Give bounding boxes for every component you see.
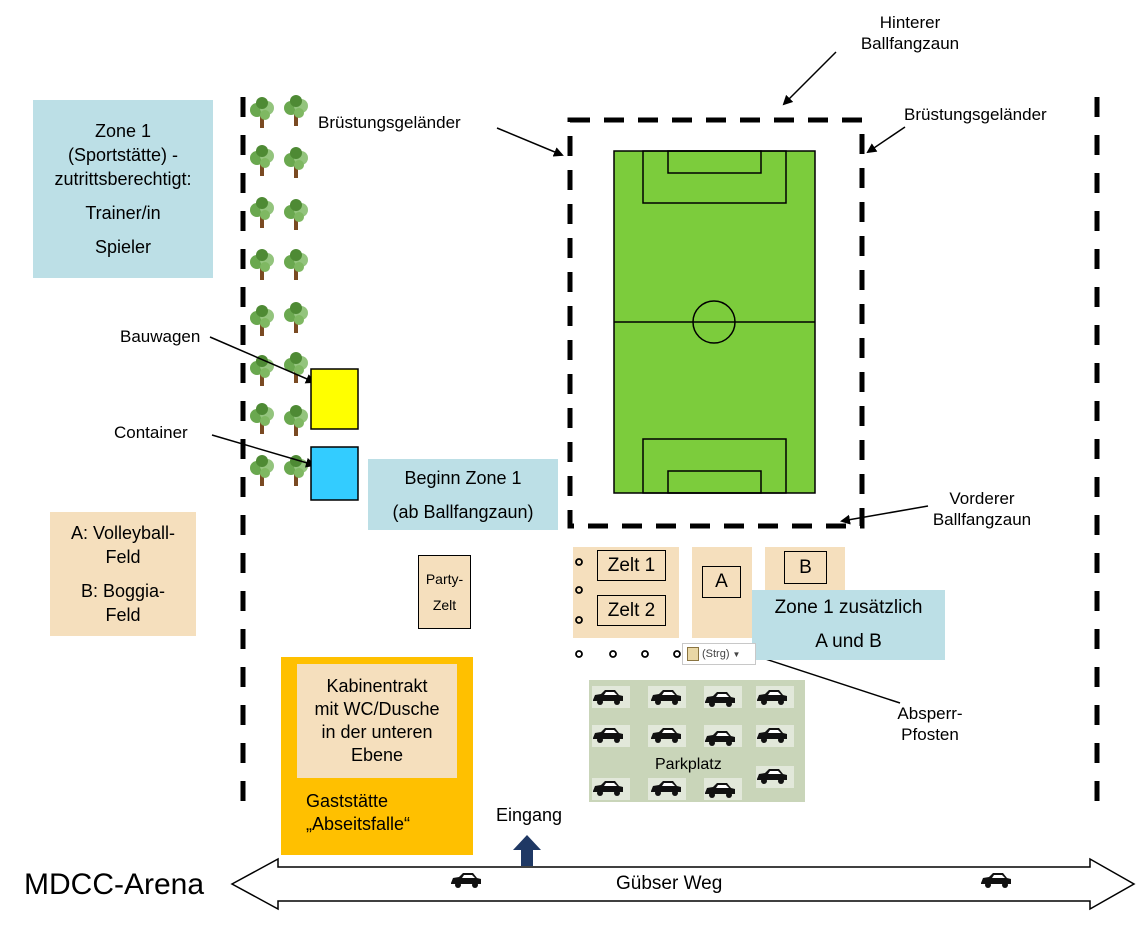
zone1-title: Zone 1 — [94, 121, 152, 141]
field-a: A — [702, 566, 741, 598]
road-label: Gübser Weg — [616, 873, 723, 894]
arrow-bruestung-right — [866, 126, 906, 154]
beginn-zone1-line1: Beginn Zone 1 — [404, 467, 522, 488]
paste-hint-label: (Strg) — [702, 648, 730, 660]
bauwagen-label: Bauwagen — [120, 327, 201, 346]
zone1-extra-box: Zone 1 zusätzlich A und B — [752, 590, 945, 660]
arrow-hinterer — [782, 51, 837, 106]
kabinentrakt-box: Kabinentrakt mit WC/Dusche in der untere… — [297, 664, 457, 778]
party-tent: Party- Zelt — [418, 555, 471, 629]
clipboard-icon — [687, 647, 699, 661]
bruestung-right-label: Brüstungsgeländer — [904, 105, 1047, 124]
legend-ab-box: A: Volleyball- Feld B: Boggia- Feld — [50, 512, 196, 636]
paste-options-button[interactable]: (Strg) ▼ — [682, 643, 756, 665]
arrow-bauwagen — [209, 336, 316, 384]
gaststaette-label: Gaststätte „Abseitsfalle“ — [306, 791, 411, 834]
legend-b-line1: B: Boggia- — [80, 581, 166, 601]
entrance-arrow-icon — [513, 835, 541, 866]
field-b: B — [784, 551, 827, 584]
zone1-players: Spieler — [94, 237, 152, 257]
arrow-container — [211, 434, 316, 468]
bauwagen-shape — [310, 368, 359, 430]
zone1-subtitle: (Sportstätte) - — [67, 145, 179, 165]
arrow-vorderer — [840, 505, 929, 525]
parkplatz-label: Parkplatz — [655, 756, 722, 773]
chevron-down-icon: ▼ — [732, 649, 741, 659]
container-label: Container — [114, 423, 188, 442]
zone1-trainer: Trainer/in — [85, 203, 161, 223]
parked-cars-icon — [592, 686, 794, 800]
zone1-access-label: zutrittsberechtigt: — [54, 169, 192, 189]
barrier-posts — [575, 558, 681, 658]
bruestung-left-label: Brüstungsgeländer — [318, 113, 461, 132]
tree-row-icon — [250, 95, 308, 486]
arena-label: MDCC-Arena — [24, 868, 205, 901]
legend-b-line2: Feld — [105, 605, 141, 625]
container-shape — [310, 446, 359, 501]
football-pitch — [613, 150, 816, 494]
tent-zone — [573, 547, 679, 638]
legend-a-line2: Feld — [105, 547, 141, 567]
zelt-1: Zelt 1 — [597, 550, 666, 581]
ballfang-fence — [567, 117, 865, 529]
road-arrow — [230, 857, 1136, 911]
legend-a-line1: A: Volleyball- — [70, 523, 176, 543]
beginn-zone1-box: Beginn Zone 1 (ab Ballfangzaun) — [368, 459, 558, 530]
beginn-zone1-line2: (ab Ballfangzaun) — [392, 501, 534, 522]
eingang-label: Eingang — [496, 805, 563, 825]
arrow-bruestung-left — [496, 127, 564, 157]
arrow-absperr — [742, 649, 901, 704]
zelt-2: Zelt 2 — [597, 595, 666, 626]
zone1-access-box: Zone 1 (Sportstätte) - zutrittsberechtig… — [33, 100, 213, 278]
absperr-label: Absperr-Pfosten — [897, 704, 963, 744]
